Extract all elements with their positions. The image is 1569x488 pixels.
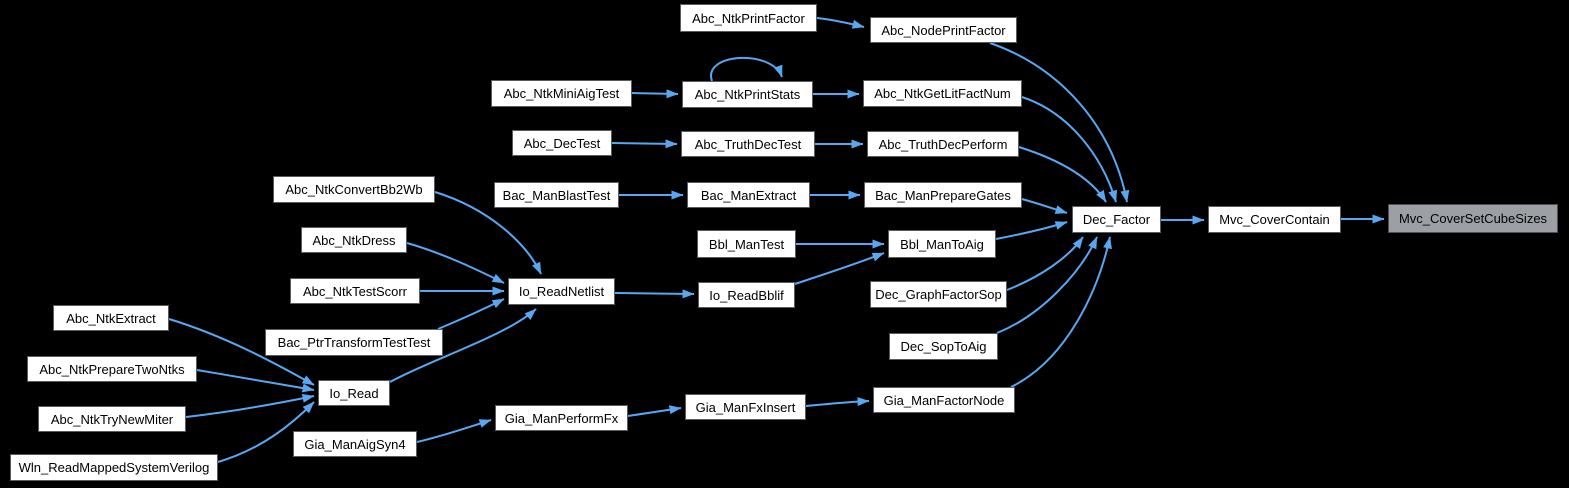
node-Abc_NtkTryNewMiter[interactable]: Abc_NtkTryNewMiter	[38, 406, 186, 432]
edge-Bac_PtrTransformTestTest-to-Io_ReadNetlist	[437, 298, 505, 330]
node-Io_Read[interactable]: Io_Read	[318, 380, 390, 406]
node-Dec_SopToAig[interactable]: Dec_SopToAig	[889, 333, 998, 360]
node-Abc_NtkPrintFactor[interactable]: Abc_NtkPrintFactor	[680, 4, 817, 32]
node-Abc_NtkDress[interactable]: Abc_NtkDress	[301, 227, 407, 253]
node-Bac_ManBlastTest[interactable]: Bac_ManBlastTest	[494, 182, 619, 208]
edge-Io_Read-to-Io_ReadNetlist	[389, 308, 537, 383]
node-Abc_TruthDecPerform[interactable]: Abc_TruthDecPerform	[867, 131, 1019, 157]
node-Bac_ManExtract[interactable]: Bac_ManExtract	[687, 182, 810, 208]
node-Abc_NtkTestScorr[interactable]: Abc_NtkTestScorr	[290, 278, 420, 304]
edge-Io_ReadNetlist-to-Io_ReadBblif	[614, 289, 695, 299]
node-Gia_ManPerformFx[interactable]: Gia_ManPerformFx	[495, 405, 628, 431]
node-Abc_NtkExtract[interactable]: Abc_NtkExtract	[53, 305, 169, 331]
node-Bac_ManPrepareGates[interactable]: Bac_ManPrepareGates	[864, 182, 1022, 208]
edge-Abc_NtkPrintStats-to-Abc_NtkPrintStats	[710, 57, 783, 82]
node-Abc_NodePrintFactor[interactable]: Abc_NodePrintFactor	[870, 17, 1017, 43]
edge-Abc_NtkMiniAigTest-to-Abc_NtkPrintStats	[631, 89, 679, 99]
edge-Wln_ReadMappedSystemVerilog-to-Io_Read	[217, 401, 315, 463]
edge-Abc_DecTest-to-Abc_TruthDecTest	[611, 139, 678, 149]
edge-Gia_ManPerformFx-to-Gia_ManFxInsert	[627, 405, 682, 417]
node-Abc_DecTest[interactable]: Abc_DecTest	[512, 130, 612, 156]
node-Bbl_ManTest[interactable]: Bbl_ManTest	[697, 230, 796, 258]
node-Abc_NtkPrintStats[interactable]: Abc_NtkPrintStats	[682, 81, 813, 108]
node-Dec_Factor[interactable]: Dec_Factor	[1072, 206, 1161, 233]
edge-Bbl_ManToAig-to-Dec_Factor	[995, 221, 1068, 240]
edge-Abc_NtkDress-to-Io_ReadNetlist	[406, 242, 505, 284]
edge-Io_ReadBblif-to-Bbl_ManToAig	[794, 252, 885, 285]
node-Wln_ReadMappedSystemVerilog[interactable]: Wln_ReadMappedSystemVerilog	[10, 454, 218, 481]
edge-Abc_NtkExtract-to-Io_Read	[168, 318, 315, 386]
edge-Dec_SopToAig-to-Dec_Factor	[996, 236, 1098, 334]
edge-Abc_NodePrintFactor-to-Dec_Factor	[989, 42, 1130, 203]
edge-Abc_NtkPrepareTwoNtks-to-Io_Read	[196, 369, 315, 393]
node-Gia_ManAigSyn4[interactable]: Gia_ManAigSyn4	[293, 431, 417, 457]
node-Abc_NtkGetLitFactNum[interactable]: Abc_NtkGetLitFactNum	[863, 80, 1022, 107]
node-Abc_NtkMiniAigTest[interactable]: Abc_NtkMiniAigTest	[491, 80, 632, 107]
node-Io_ReadBblif[interactable]: Io_ReadBblif	[698, 282, 795, 308]
node-Mvc_CoverContain[interactable]: Mvc_CoverContain	[1208, 206, 1341, 233]
node-Abc_NtkConvertBb2Wb[interactable]: Abc_NtkConvertBb2Wb	[273, 176, 435, 203]
node-Abc_NtkPrepareTwoNtks[interactable]: Abc_NtkPrepareTwoNtks	[27, 356, 197, 382]
edge-Abc_TruthDecPerform-to-Dec_Factor	[1018, 146, 1107, 203]
node-Abc_TruthDecTest[interactable]: Abc_TruthDecTest	[681, 131, 815, 157]
node-Bac_PtrTransformTestTest[interactable]: Bac_PtrTransformTestTest	[265, 329, 443, 356]
edge-Gia_ManAigSyn4-to-Gia_ManPerformFx	[416, 419, 492, 443]
node-Gia_ManFxInsert[interactable]: Gia_ManFxInsert	[685, 394, 806, 420]
edge-Abc_NtkConvertBb2Wb-to-Io_ReadNetlist	[434, 191, 542, 275]
edge-Abc_NtkPrintFactor-to-Abc_NodePrintFactor	[816, 17, 865, 29]
edge-Gia_ManFxInsert-to-Gia_ManFactorNode	[805, 397, 870, 407]
node-Mvc_CoverSetCubeSizes: Mvc_CoverSetCubeSizes	[1388, 204, 1558, 233]
edge-Abc_NtkTryNewMiter-to-Io_Read	[185, 393, 315, 418]
edge-Abc_NtkGetLitFactNum-to-Dec_Factor	[1021, 96, 1118, 203]
node-Io_ReadNetlist[interactable]: Io_ReadNetlist	[508, 278, 615, 305]
node-Gia_ManFactorNode[interactable]: Gia_ManFactorNode	[873, 387, 1015, 413]
edge-Gia_ManFactorNode-to-Dec_Factor	[1010, 236, 1112, 388]
edge-Dec_GraphFactorSop-to-Dec_Factor	[1006, 236, 1084, 291]
edge-Bac_ManPrepareGates-to-Dec_Factor	[1021, 198, 1068, 214]
node-Dec_GraphFactorSop[interactable]: Dec_GraphFactorSop	[870, 281, 1007, 308]
node-Bbl_ManToAig[interactable]: Bbl_ManToAig	[888, 230, 996, 258]
